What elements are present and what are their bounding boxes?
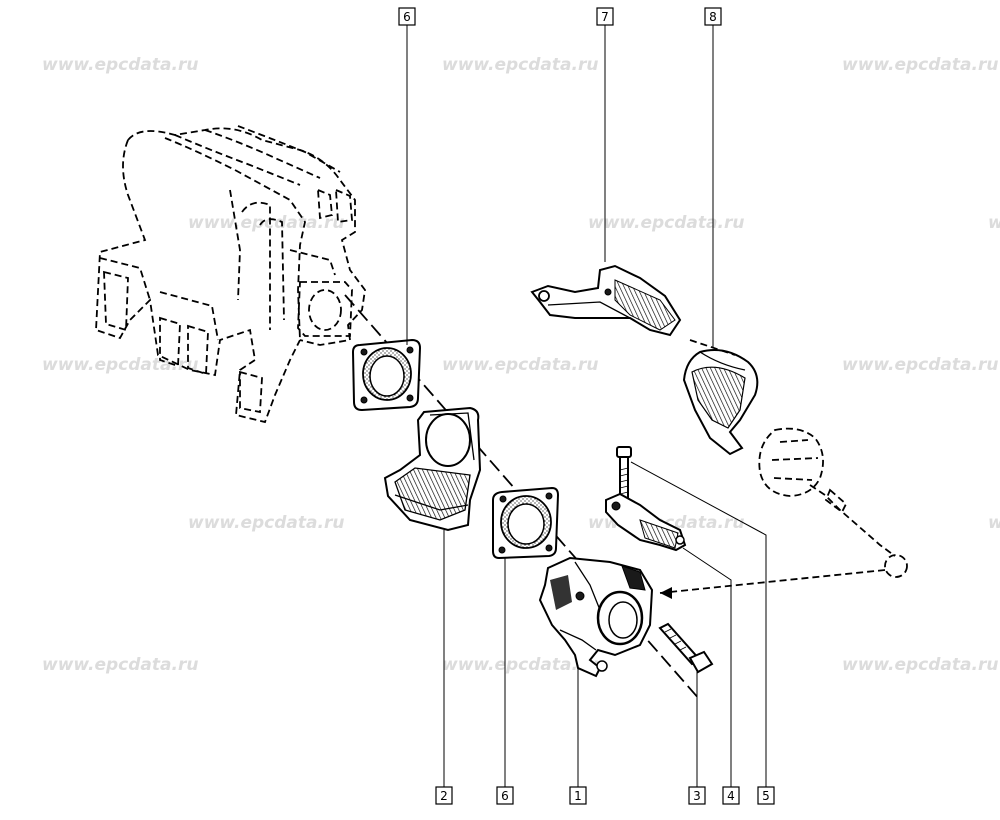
watermark-text: www.epcdata.ru — [442, 55, 598, 75]
throttle-body — [538, 556, 654, 678]
callout-2: 2 — [435, 786, 453, 805]
watermark-text: www.epcdata.ru — [988, 213, 1000, 233]
callout-8: 8 — [704, 7, 722, 26]
cable-bracket — [605, 492, 687, 552]
callout-label: 6 — [403, 10, 411, 24]
gasket-upper — [351, 338, 422, 412]
callout-label: 6 — [501, 789, 509, 803]
gasket-lower — [492, 486, 560, 560]
bolt-long — [658, 622, 714, 674]
callout-6-top: 6 — [398, 7, 416, 26]
callout-4: 4 — [722, 786, 740, 805]
callout-label: 5 — [762, 789, 770, 803]
callout-label: 7 — [601, 10, 609, 24]
watermark-text: www.epcdata.ru — [842, 355, 998, 375]
bolt-small — [616, 446, 632, 501]
callout-1: 1 — [569, 786, 587, 805]
intake-manifold-outline — [95, 125, 366, 424]
watermark-text: www.epcdata.ru — [988, 513, 1000, 533]
watermark-text: www.epcdata.ru — [42, 55, 198, 75]
callout-5: 5 — [757, 786, 775, 805]
callout-label: 3 — [693, 789, 701, 803]
throttle-spacer-plate — [383, 406, 482, 532]
watermark-text: www.epcdata.ru — [588, 213, 744, 233]
callout-label: 8 — [709, 10, 717, 24]
watermark-text: www.epcdata.ru — [442, 355, 598, 375]
callouts-bottom: 2 6 1 3 4 5 — [435, 786, 775, 805]
callout-label: 4 — [727, 789, 735, 803]
callout-label: 2 — [440, 789, 448, 803]
callout-7: 7 — [596, 7, 614, 26]
protective-boot — [682, 349, 759, 456]
callout-label: 1 — [574, 789, 582, 803]
mounting-bracket — [530, 264, 682, 337]
callouts-top: 6 7 8 — [398, 7, 722, 26]
leader-lines — [406, 25, 767, 787]
watermark-text: www.epcdata.ru — [842, 655, 998, 675]
watermark-text: www.epcdata.ru — [842, 55, 998, 75]
callout-3: 3 — [688, 786, 706, 805]
watermark-text: www.epcdata.ru — [188, 513, 344, 533]
callout-6-bottom: 6 — [496, 786, 514, 805]
watermark-text: www.epcdata.ru — [42, 655, 198, 675]
watermark-text: www.epcdata.ru — [442, 655, 598, 675]
watermarks: www.epcdata.ru www.epcdata.ru www.epcdat… — [42, 55, 1000, 675]
watermark-text: www.epcdata.ru — [188, 213, 344, 233]
